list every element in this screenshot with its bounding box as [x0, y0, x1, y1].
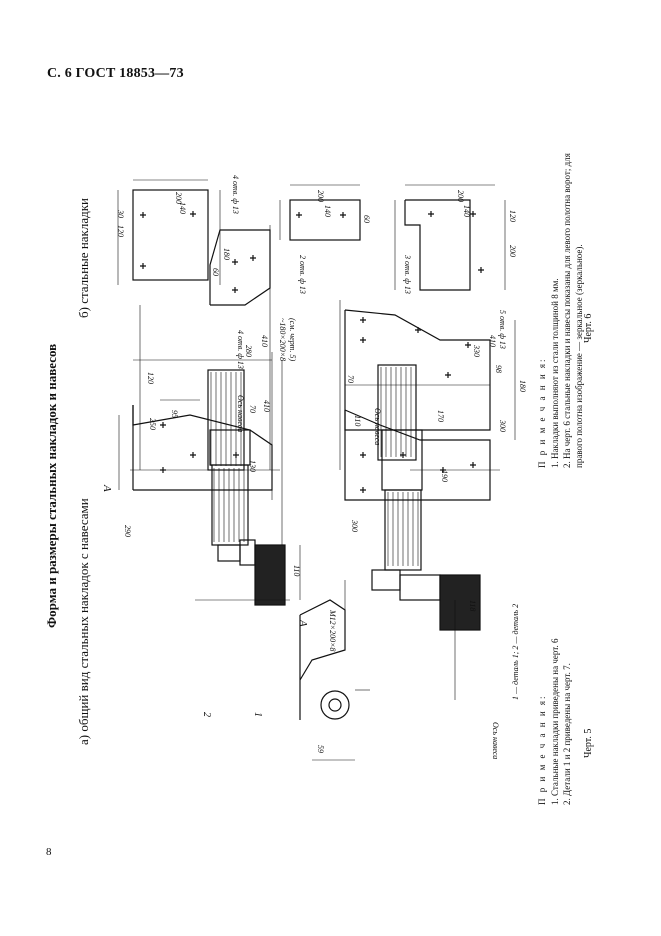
plate-small-3: [394, 184, 506, 291]
dim-200-a: 200: [174, 192, 183, 204]
hinge-assembly-top: [118, 352, 301, 606]
bolt-label-1: ~180×200×8: [278, 318, 287, 361]
dim-60-a: 60: [211, 268, 220, 276]
dim-140-c: 140: [462, 205, 471, 217]
dim-95-a: 95: [170, 410, 179, 418]
page-header: С. 6 ГОСТ 18853—73: [47, 66, 184, 81]
dim-300-c: 300: [498, 419, 507, 432]
dim-110-b: 110: [353, 415, 362, 426]
dim-250-a: 250: [148, 418, 157, 430]
view-label-a: А: [101, 484, 113, 492]
page-number: 8: [46, 846, 52, 858]
dim-30-a: 30: [116, 209, 125, 218]
hinge-side-view: [299, 599, 370, 761]
holes-label-4: 4 отв. ф 13: [236, 330, 245, 369]
plate-small-2: [279, 184, 361, 241]
dim-410-b: 410: [488, 335, 497, 347]
plate-small-1: [117, 179, 221, 285]
axis-label-1: Ось навеса: [236, 395, 245, 432]
dim-110-a: 110: [292, 565, 301, 576]
holes-label-2: 2 отв. ф 13: [298, 255, 307, 294]
part-label-2: 2: [201, 712, 212, 717]
dim-180-b: 180: [518, 380, 527, 392]
dim-410-a: 410: [260, 335, 269, 347]
dim-59-a: 59: [316, 745, 325, 753]
view-label-a-2: А: [297, 619, 309, 627]
dim-330-b: 330: [472, 344, 481, 357]
holes-label-5: 5 отв. ф 13: [498, 310, 507, 349]
dim-98-b: 98: [494, 365, 503, 373]
plate-large-top: [130, 225, 280, 471]
dim-120-a: 120: [116, 225, 125, 237]
plate-large-bottom: [339, 300, 516, 471]
part-label-1: 1: [252, 712, 263, 717]
dim-140-a: 140: [178, 202, 187, 214]
dim-300-b: 300: [350, 519, 359, 532]
holes-label-3: 3 отв. ф 13: [403, 254, 412, 294]
bolt-label-2: М12×200×8: [328, 609, 337, 651]
holes-label-1: 4 отв. ф 13: [231, 175, 240, 214]
dim-200-c: 200: [456, 190, 465, 202]
dim-118-a: 118: [468, 600, 477, 611]
dim-190-b: 190: [440, 470, 449, 482]
dim-60-b: 60: [362, 215, 371, 223]
dim-200-b: 200: [316, 190, 325, 202]
axis-label-3: Ось навеса: [491, 722, 500, 759]
dim-140-b: 140: [323, 205, 332, 217]
dim-120-b: 120: [146, 372, 155, 384]
dim-180-a: 180: [222, 248, 231, 260]
hinge-assembly-bottom: [344, 384, 491, 700]
dim-70-b: 70: [346, 375, 355, 383]
dim-70-a: 70: [248, 405, 257, 413]
dim-290-a: 290: [123, 525, 132, 537]
dim-280-a: 280: [244, 345, 253, 357]
axis-label-2: Ось навеса: [373, 408, 382, 445]
see-chert-label: (см. черт. 5): [288, 318, 297, 361]
dim-410-c: 410: [262, 400, 271, 412]
dim-120-c: 120: [508, 210, 517, 222]
dim-200-d: 200: [508, 245, 517, 257]
dim-170-b: 170: [436, 410, 445, 422]
dim-130-a: 130: [248, 460, 257, 472]
